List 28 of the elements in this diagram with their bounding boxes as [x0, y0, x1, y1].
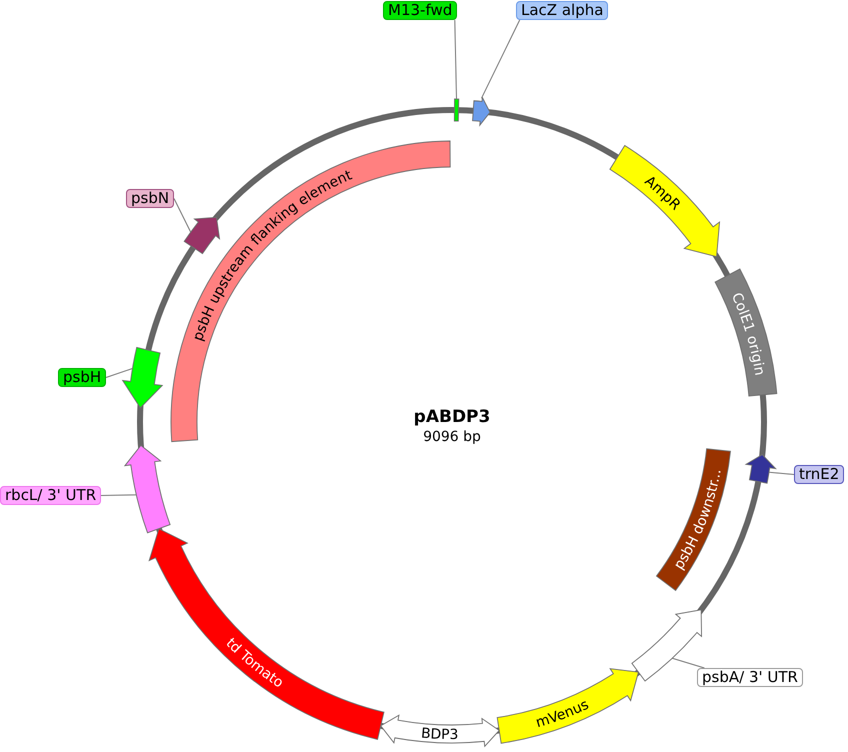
feature-segment — [714, 268, 778, 396]
leader-line — [100, 494, 137, 496]
feature-label: BDP3 — [420, 726, 458, 744]
feature-segment — [609, 145, 720, 258]
leader-line — [174, 198, 192, 233]
leader-line — [672, 658, 705, 668]
leader-line — [768, 472, 794, 475]
primer-mark — [454, 98, 460, 122]
plasmid-name: pABDP3 — [414, 407, 490, 427]
callout-label: trnE2 — [794, 465, 844, 484]
leader-line — [106, 368, 133, 378]
feature-segment — [148, 528, 384, 740]
callout-label: rbcL/ 3' UTR — [0, 486, 102, 505]
feature-segment — [380, 714, 500, 747]
callout-label: psbN — [126, 189, 174, 208]
feature-segment — [124, 444, 171, 534]
leader-line — [480, 20, 520, 99]
feature-segment — [496, 668, 639, 744]
callout-label: M13-fwd — [383, 1, 458, 20]
feature-segment — [122, 347, 163, 408]
callout-label: psbH — [58, 368, 106, 387]
plasmid-size: 9096 bp — [423, 429, 481, 445]
callout-label: psbA/ 3' UTR — [697, 668, 803, 687]
callout-label: LacZ alpha — [516, 1, 608, 20]
feature-segment — [746, 454, 776, 484]
leader-line — [454, 20, 457, 100]
feature-segment — [631, 609, 702, 682]
feature-segment — [472, 96, 490, 126]
